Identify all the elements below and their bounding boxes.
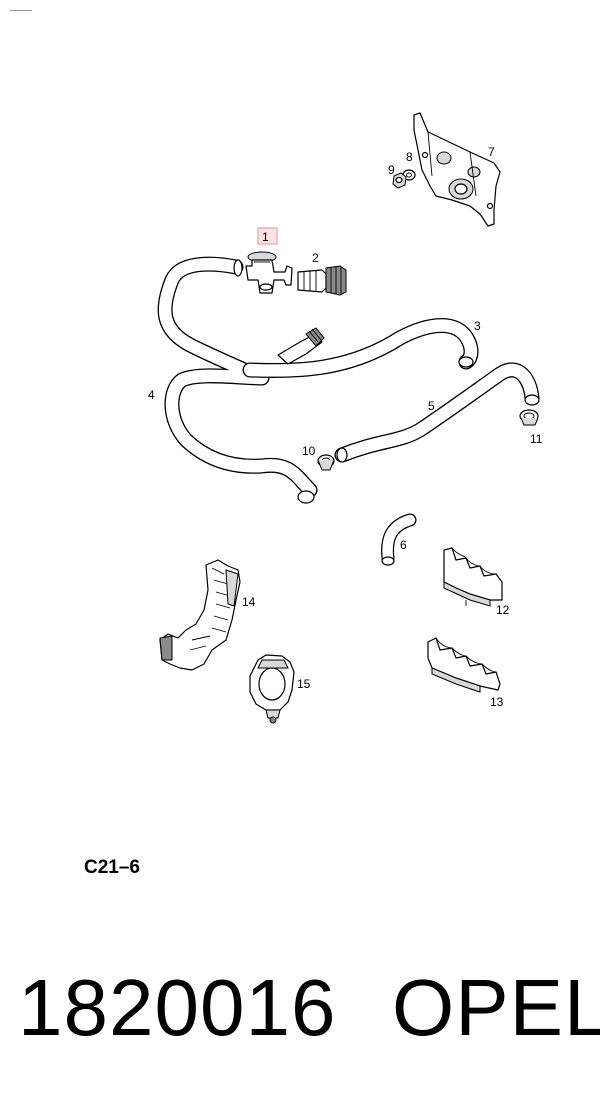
clamp-part-11 [519,409,539,426]
callout-7: 7 [488,145,495,159]
callout-11: 11 [530,432,543,446]
callout-1: 1 [262,230,269,244]
callout-2: 2 [312,251,319,265]
callout-13: 13 [490,695,504,709]
callout-9: 9 [388,163,395,177]
callout-5: 5 [428,399,435,413]
callout-1-highlight [257,227,278,245]
hose-part-4 [157,256,318,504]
bracket-plate-part-7 [413,112,501,227]
diagram-code: C21–6 [84,857,140,878]
callout-4: 4 [148,388,155,402]
pipe-clip-part-13 [427,637,501,693]
bracket-holder-part-14 [159,559,241,671]
callout-15: 15 [297,677,311,691]
callout-14: 14 [242,595,256,609]
part-number: 1820016 [18,963,337,1052]
callout-10: 10 [302,444,316,458]
hose-part-3 [242,318,479,379]
callout-3: 3 [474,319,481,333]
pipe-clip-part-12 [443,547,503,607]
callout-12: 12 [496,603,510,617]
callout-8: 8 [406,150,413,164]
clamp-part-10 [317,454,335,471]
hose-part-6 [381,513,417,566]
clamp-holder-part-15 [249,654,295,724]
hose-part-5 [334,362,540,463]
nut-part-9 [392,172,407,189]
connector-part-1 [245,251,293,294]
coupling-part-2 [297,265,347,296]
corner-mark [10,10,32,11]
callout-6: 6 [400,538,407,552]
brand-name: OPEL [392,963,600,1052]
